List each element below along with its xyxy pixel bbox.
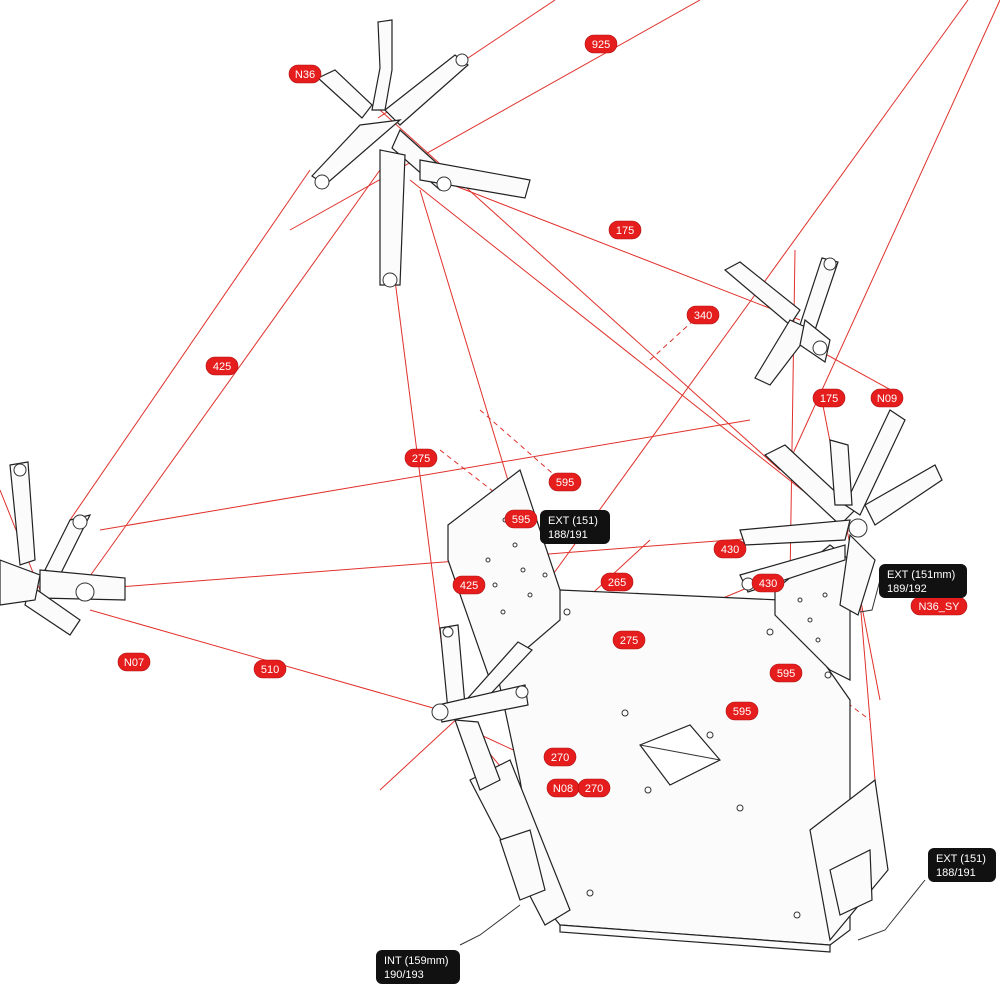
dim-label-n09: N09 (870, 388, 904, 408)
connector-node-n08 (431, 624, 533, 791)
dim-label-340: 340 (686, 305, 720, 325)
svg-text:EXT (151mm): EXT (151mm) (887, 569, 955, 581)
svg-text:270: 270 (585, 783, 603, 795)
connector-node-n09 (723, 257, 839, 386)
dim-label-595-a: 595 (548, 472, 582, 492)
callout-ext-151-bracket-right: EXT (151) 188/191 (928, 848, 996, 882)
svg-text:510: 510 (261, 664, 279, 676)
connector-node-n07 (0, 461, 126, 636)
callout-leaders (459, 579, 926, 946)
svg-text:190/193: 190/193 (384, 969, 424, 981)
connector-node-n36-sy (739, 409, 943, 616)
svg-text:N08: N08 (553, 783, 573, 795)
svg-text:188/191: 188/191 (936, 867, 976, 879)
svg-text:EXT (151): EXT (151) (548, 515, 598, 527)
svg-text:595: 595 (556, 477, 574, 489)
svg-text:425: 425 (460, 580, 478, 592)
dimension-pills: 925 N36 175 340 425 N09 175 275 595 595 … (117, 34, 968, 798)
dim-label-270-a: 270 (543, 747, 577, 767)
svg-text:425: 425 (213, 361, 231, 373)
svg-text:925: 925 (592, 39, 610, 51)
callout-ext-151-panel-left: EXT (151) 188/191 (540, 510, 610, 544)
dim-label-430-b: 430 (751, 573, 785, 593)
svg-text:EXT (151): EXT (151) (936, 853, 986, 865)
dim-label-n07: N07 (117, 652, 151, 672)
bracket-front-right (809, 778, 889, 942)
svg-text:595: 595 (733, 706, 751, 718)
dim-label-425-center: 425 (452, 575, 486, 595)
svg-text:275: 275 (412, 453, 430, 465)
panel-right (774, 544, 851, 681)
dim-label-n36: N36 (288, 64, 322, 84)
dim-label-925: 925 (584, 34, 618, 54)
dim-label-595-d: 595 (725, 701, 759, 721)
connector-node-n36 (311, 19, 531, 288)
svg-text:340: 340 (694, 310, 712, 322)
svg-text:189/192: 189/192 (887, 583, 927, 595)
dim-label-510: 510 (253, 659, 287, 679)
svg-text:595: 595 (777, 668, 795, 680)
dim-label-265: 265 (600, 572, 634, 592)
svg-text:175: 175 (820, 393, 838, 405)
base-plate (489, 589, 851, 953)
svg-text:430: 430 (721, 544, 739, 556)
callout-ext-151mm-panel-right: EXT (151mm) 189/192 (879, 564, 967, 598)
dim-label-595-c: 595 (769, 663, 803, 683)
dim-label-n36-sy: N36_SY (910, 596, 968, 616)
svg-text:188/191: 188/191 (548, 529, 588, 541)
svg-text:595: 595 (512, 514, 530, 526)
dim-label-270-b: 270 (577, 778, 611, 798)
svg-text:N36: N36 (295, 69, 315, 81)
svg-text:175: 175 (616, 225, 634, 237)
svg-text:275: 275 (620, 635, 638, 647)
dim-label-n08: N08 (546, 778, 580, 798)
dim-label-425-left: 425 (205, 356, 239, 376)
dim-label-595-b: 595 (504, 509, 538, 529)
svg-text:270: 270 (551, 752, 569, 764)
dim-label-175-top: 175 (608, 220, 642, 240)
svg-text:265: 265 (608, 577, 626, 589)
dim-label-275-lower: 275 (612, 630, 646, 650)
callout-int-159mm-bracket-left: INT (159mm) 190/193 (376, 950, 460, 984)
dim-label-175-right: 175 (812, 388, 846, 408)
svg-text:N36_SY: N36_SY (919, 601, 961, 613)
bracket-front-left (469, 759, 571, 926)
dim-label-275-upper: 275 (404, 448, 438, 468)
svg-text:N07: N07 (124, 657, 144, 669)
svg-text:INT (159mm): INT (159mm) (384, 955, 449, 967)
dim-label-430-a: 430 (713, 539, 747, 559)
svg-text:430: 430 (759, 578, 777, 590)
svg-text:N09: N09 (877, 393, 897, 405)
